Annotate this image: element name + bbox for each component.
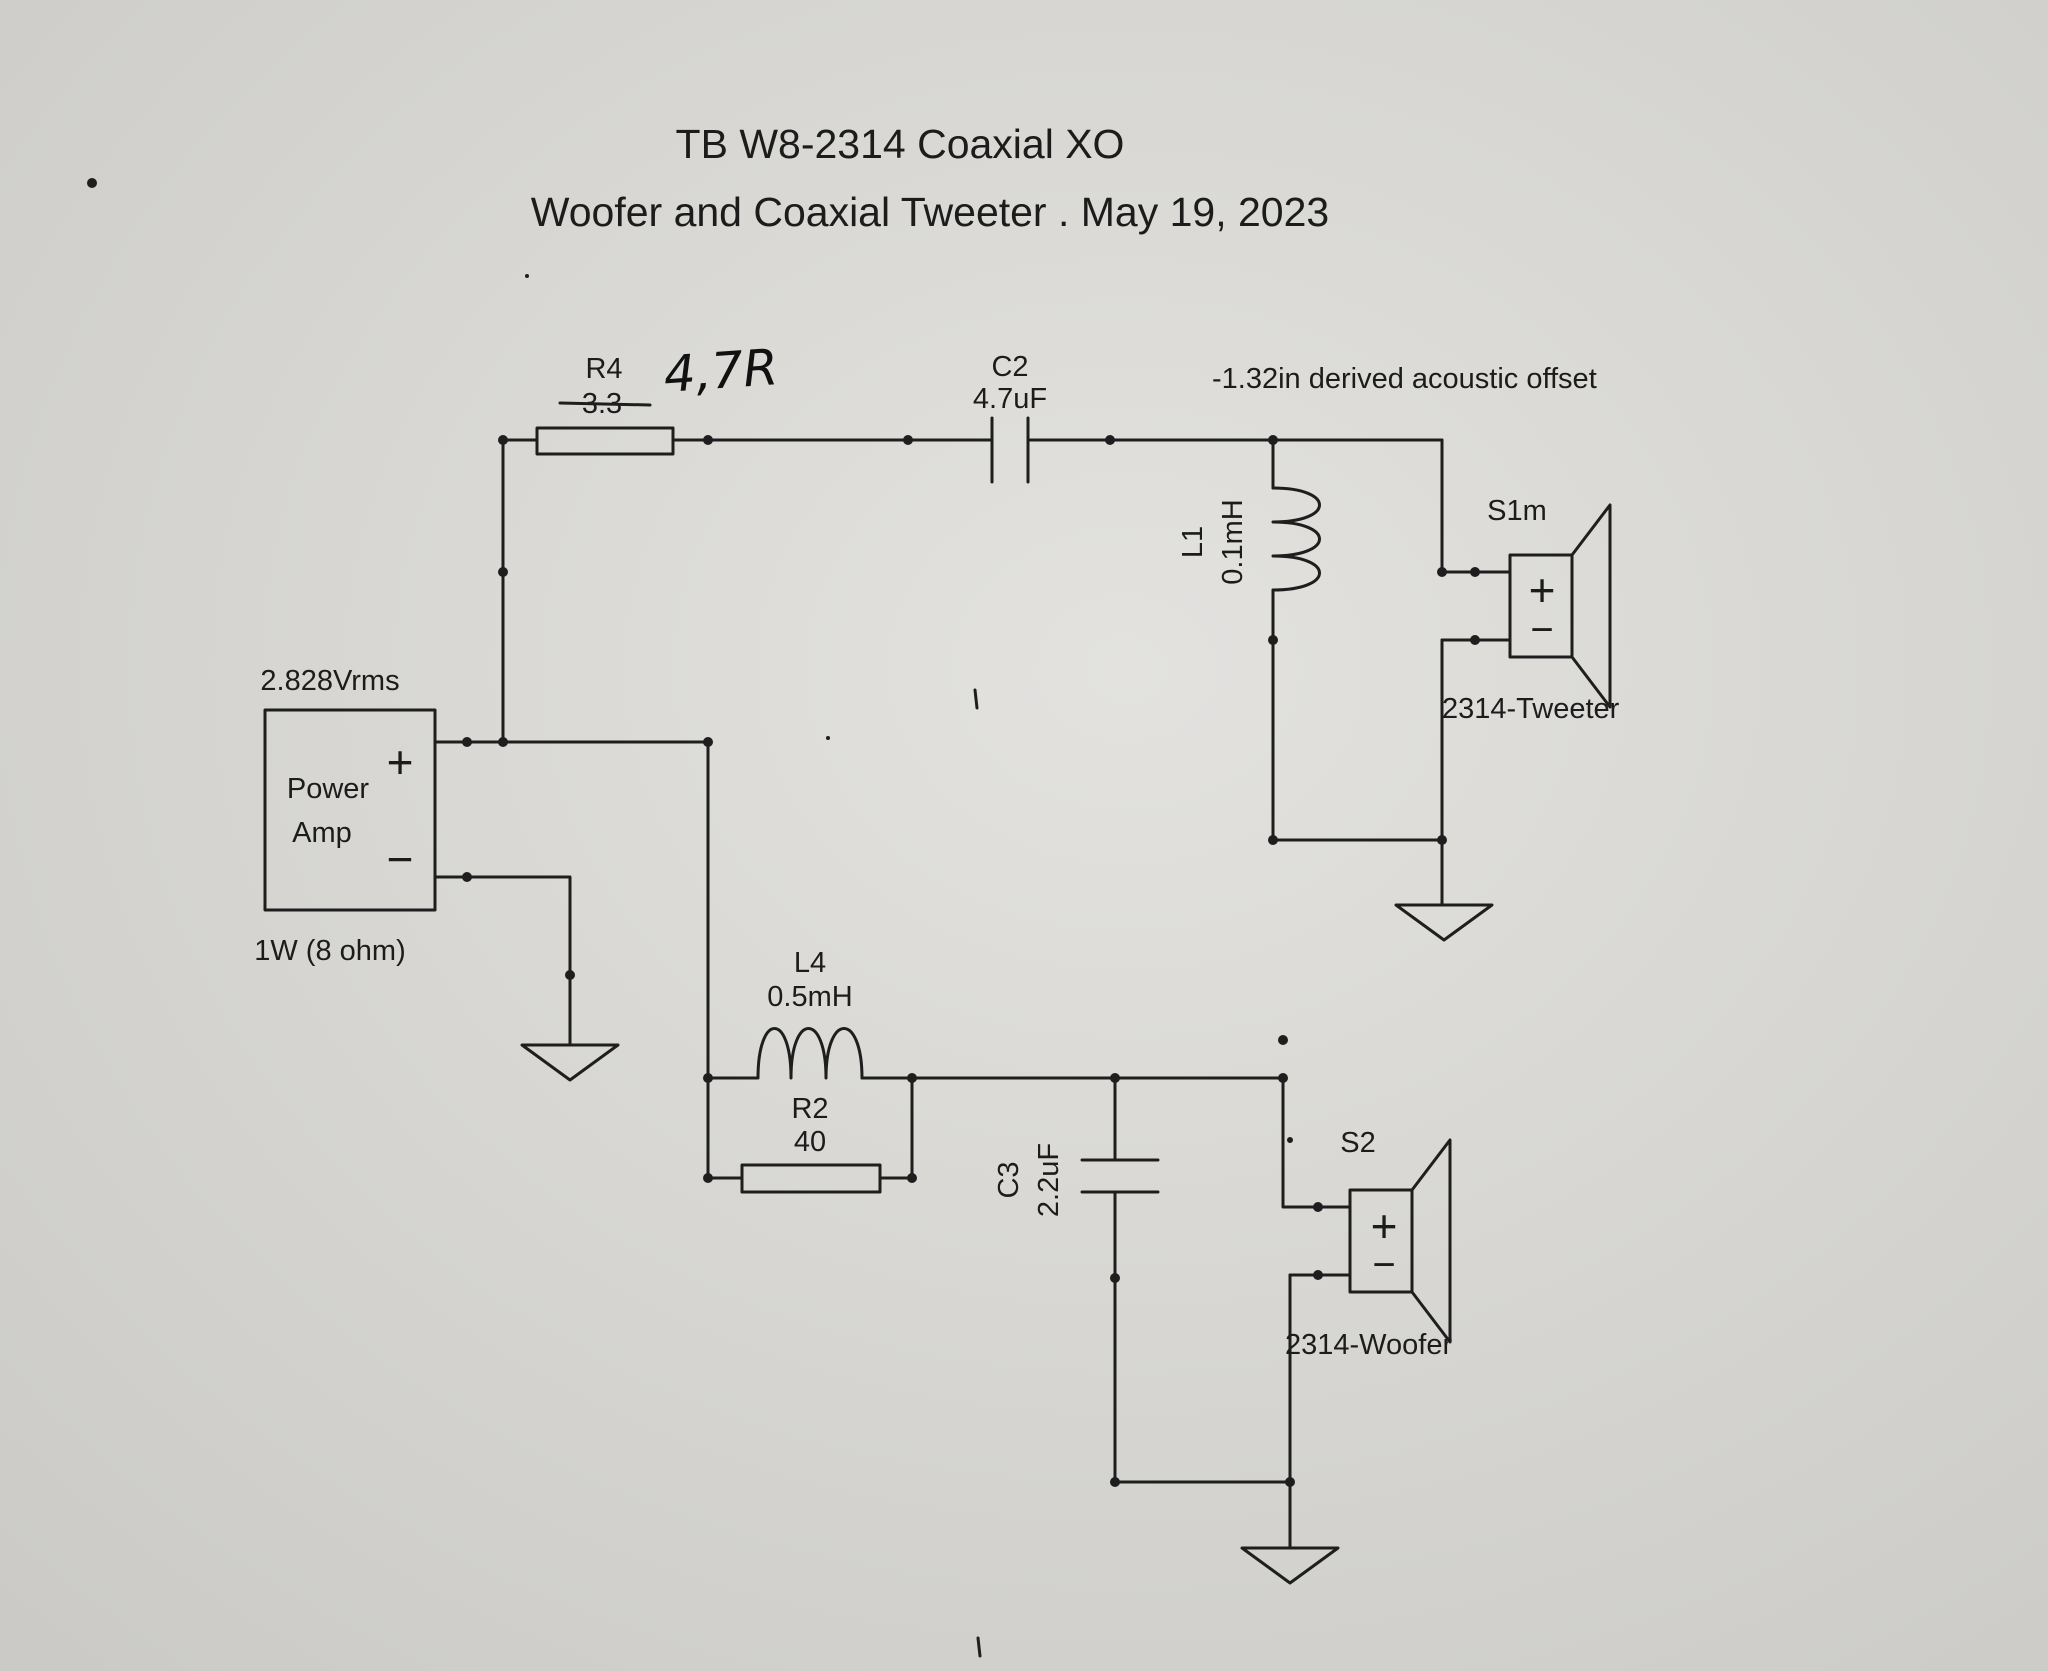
c2-ref: C2 [991,351,1028,383]
c2-value: 4.7uF [973,383,1047,415]
r2-ref: R2 [791,1093,828,1125]
acoustic-offset-note: -1.32in derived acoustic offset [1212,363,1597,395]
r2-value: 40 [794,1126,826,1158]
woofer-ref: S2 [1340,1127,1375,1159]
l4-value: 0.5mH [767,981,852,1013]
amp-plus-terminal: + [387,736,414,788]
l1-value: 0.1mH [1217,499,1249,584]
amp-voltage-label: 2.828Vrms [260,665,399,697]
r4-strikethrough [560,403,650,405]
diagram-subtitle: Woofer and Coaxial Tweeter . May 19, 202… [531,189,1329,235]
tweeter-ref: S1m [1487,495,1547,527]
amp-name-line1: Power [287,773,370,805]
woofer-minus: − [1372,1243,1395,1287]
l1-ref: L1 [1177,526,1209,558]
c3-value: 2.2uF [1033,1143,1065,1217]
r4-handwritten-value: 4,7R [662,338,780,404]
amp-minus-terminal: − [387,833,414,885]
r4-ref: R4 [585,353,622,385]
c3-ref: C3 [993,1161,1025,1198]
l4-ref: L4 [794,947,826,979]
tweeter-name: 2314-Tweeter [1442,693,1620,725]
diagram-title: TB W8-2314 Coaxial XO [676,121,1125,167]
amp-power-label: 1W (8 ohm) [254,935,405,967]
woofer-name: 2314-Woofer [1285,1329,1452,1361]
amp-name-line2: Amp [292,817,352,849]
tweeter-minus: − [1530,608,1553,652]
